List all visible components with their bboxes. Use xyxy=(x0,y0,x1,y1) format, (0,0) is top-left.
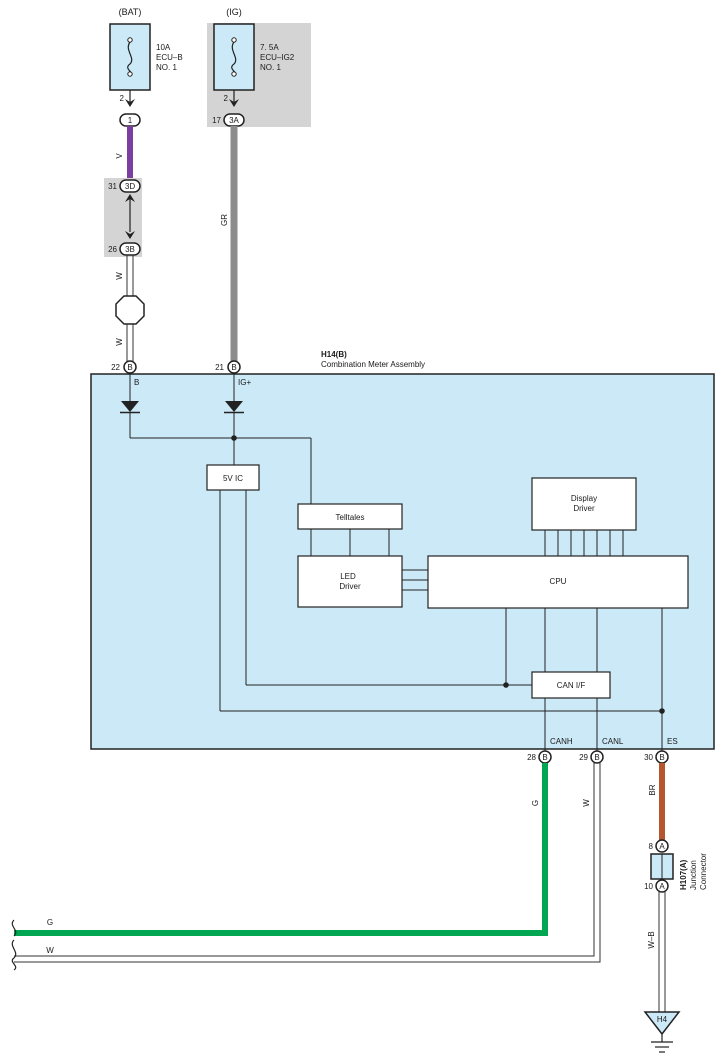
wire-v-label: V xyxy=(115,153,124,159)
wire-w-canl xyxy=(14,763,601,963)
junction-3d xyxy=(119,179,141,193)
svg-text:B: B xyxy=(127,363,132,372)
jc-name-2: Connector xyxy=(699,853,708,890)
block-display-driver-label-2: Driver xyxy=(573,504,595,513)
signal-es: ES xyxy=(667,737,678,746)
diode-ig xyxy=(224,401,244,414)
meter-pin-30-num: 30 xyxy=(644,753,653,762)
junction-3d-pin: 31 xyxy=(108,182,117,191)
diode-b xyxy=(120,401,140,414)
junction-3b xyxy=(119,242,141,256)
block-cpu-label: CPU xyxy=(550,577,567,586)
wire-wb xyxy=(658,892,666,1012)
block-display-driver xyxy=(531,477,637,531)
meter-pin-29: B xyxy=(590,750,604,764)
wire-w-upper-label: W xyxy=(115,272,124,280)
wire-g xyxy=(14,763,548,936)
block-can-if-label: CAN I/F xyxy=(557,681,586,690)
wire-wb-label: W–B xyxy=(647,931,656,948)
bat-fuse-name: ECU–B xyxy=(156,53,183,62)
svg-text:A: A xyxy=(659,882,665,891)
svg-text:B: B xyxy=(659,753,664,762)
svg-text:B: B xyxy=(594,753,599,762)
jc-name-1: Junction xyxy=(689,860,698,890)
wire-w-lower xyxy=(126,324,134,361)
jc-top-pin: A xyxy=(655,839,669,853)
block-telltales-label: Telltales xyxy=(336,513,365,522)
meter-pin-28-num: 28 xyxy=(527,753,536,762)
block-can-if xyxy=(531,671,611,699)
block-5v-ic xyxy=(206,464,260,491)
junction-3d-label: 3D xyxy=(125,182,135,191)
svg-text:B: B xyxy=(231,363,236,372)
bat-arrow xyxy=(125,99,135,107)
internal-wiring xyxy=(129,373,663,757)
jc-top-pin-num: 8 xyxy=(649,842,654,851)
junction-3b-pin: 26 xyxy=(108,245,117,254)
bat-fuse-pin: 2 xyxy=(120,94,125,103)
block-display-driver-label-1: Display xyxy=(571,494,597,503)
meter-name: Combination Meter Assembly xyxy=(321,360,425,369)
ground-label: H4 xyxy=(657,1015,668,1024)
wire-br-label: BR xyxy=(648,784,657,795)
jc-code: H107(A) xyxy=(679,859,688,890)
meter-pin-21-signal: IG+ xyxy=(238,378,251,387)
meter-pin-21-num: 21 xyxy=(215,363,224,372)
octagon-splice xyxy=(115,295,145,325)
svg-text:B: B xyxy=(542,753,547,762)
wire-w-vertical-label: W xyxy=(582,799,591,807)
bat-fuse-rating: 10A xyxy=(156,43,171,52)
block-cpu xyxy=(427,555,689,609)
ig-connector-pin: 17 xyxy=(212,116,221,125)
meter-pin-22: B xyxy=(123,360,137,374)
meter-code: H14(B) xyxy=(321,350,347,359)
ig-connector-label: 3A xyxy=(229,116,239,125)
meter-pin-21: B xyxy=(227,360,241,374)
block-5v-ic-label: 5V IC xyxy=(223,474,243,483)
junction-up-arrow xyxy=(125,194,135,202)
jc-bottom-pin-num: 10 xyxy=(644,882,653,891)
signal-canh: CANH xyxy=(550,737,573,746)
bat-fuse-no: NO. 1 xyxy=(156,63,177,72)
wire-w-lower-label: W xyxy=(115,338,124,346)
ig-arrow xyxy=(229,99,239,107)
meter-pin-28: B xyxy=(538,750,552,764)
ig-fuse-rating: 7. 5A xyxy=(260,43,279,52)
block-led-driver-label-1: LED xyxy=(340,572,356,581)
ig-fuse-pin: 2 xyxy=(224,94,229,103)
wire-g-vertical-label: G xyxy=(531,800,540,806)
svg-text:A: A xyxy=(659,842,665,851)
bat-connector-pin: 1 xyxy=(128,116,133,125)
wire-w-upper xyxy=(126,255,134,297)
bat-fuse xyxy=(109,23,151,91)
wire-g-horizontal-label: G xyxy=(47,918,53,927)
break-mark xyxy=(11,919,17,971)
meter-pin-29-num: 29 xyxy=(579,753,588,762)
wire-gr-label: GR xyxy=(220,214,229,226)
block-led-driver xyxy=(297,555,403,608)
ig-source-label: (IG) xyxy=(226,7,242,17)
wire-w-horizontal-label: W xyxy=(46,946,54,955)
meter-pin-30: B xyxy=(655,750,669,764)
meter-pin-22-num: 22 xyxy=(111,363,120,372)
ground-symbol xyxy=(643,1011,681,1053)
ig-fuse-name: ECU–IG2 xyxy=(260,53,295,62)
signal-canl: CANL xyxy=(602,737,624,746)
junction-down-arrow xyxy=(125,231,135,239)
junction-dots xyxy=(231,435,665,714)
ig-fuse xyxy=(213,23,255,91)
block-led-driver-label-2: Driver xyxy=(339,582,361,591)
meter-pin-22-signal: B xyxy=(134,378,139,387)
junction-3b-label: 3B xyxy=(125,245,135,254)
bat-source-label: (BAT) xyxy=(119,7,142,17)
block-telltales xyxy=(297,503,403,530)
jc-bottom-pin: A xyxy=(655,879,669,893)
ig-fuse-no: NO. 1 xyxy=(260,63,281,72)
